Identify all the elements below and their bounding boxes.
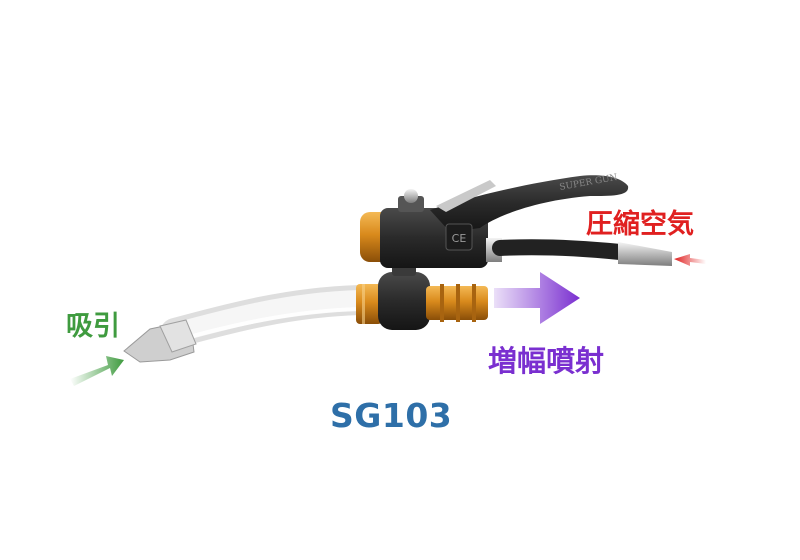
suction-nozzle	[123, 319, 197, 363]
ball-joint	[378, 264, 430, 330]
svg-text:CE: CE	[452, 232, 467, 245]
suction-tube	[160, 285, 375, 348]
amplified-jet-arrow-icon	[494, 272, 580, 324]
air-hose	[486, 238, 672, 266]
brass-outlet	[426, 284, 488, 322]
amplified-jet-label: 増幅噴射	[488, 344, 605, 378]
compressed-air-label: 圧縮空気	[586, 209, 694, 240]
gun-body: CE SUPER GUN	[360, 173, 629, 268]
suction-arrow-icon	[70, 356, 124, 386]
suction-label: 吸引	[66, 311, 120, 342]
model-name: SG103	[330, 396, 453, 435]
compressed-air-arrow-icon	[674, 254, 706, 266]
brass-coupling	[356, 284, 382, 324]
